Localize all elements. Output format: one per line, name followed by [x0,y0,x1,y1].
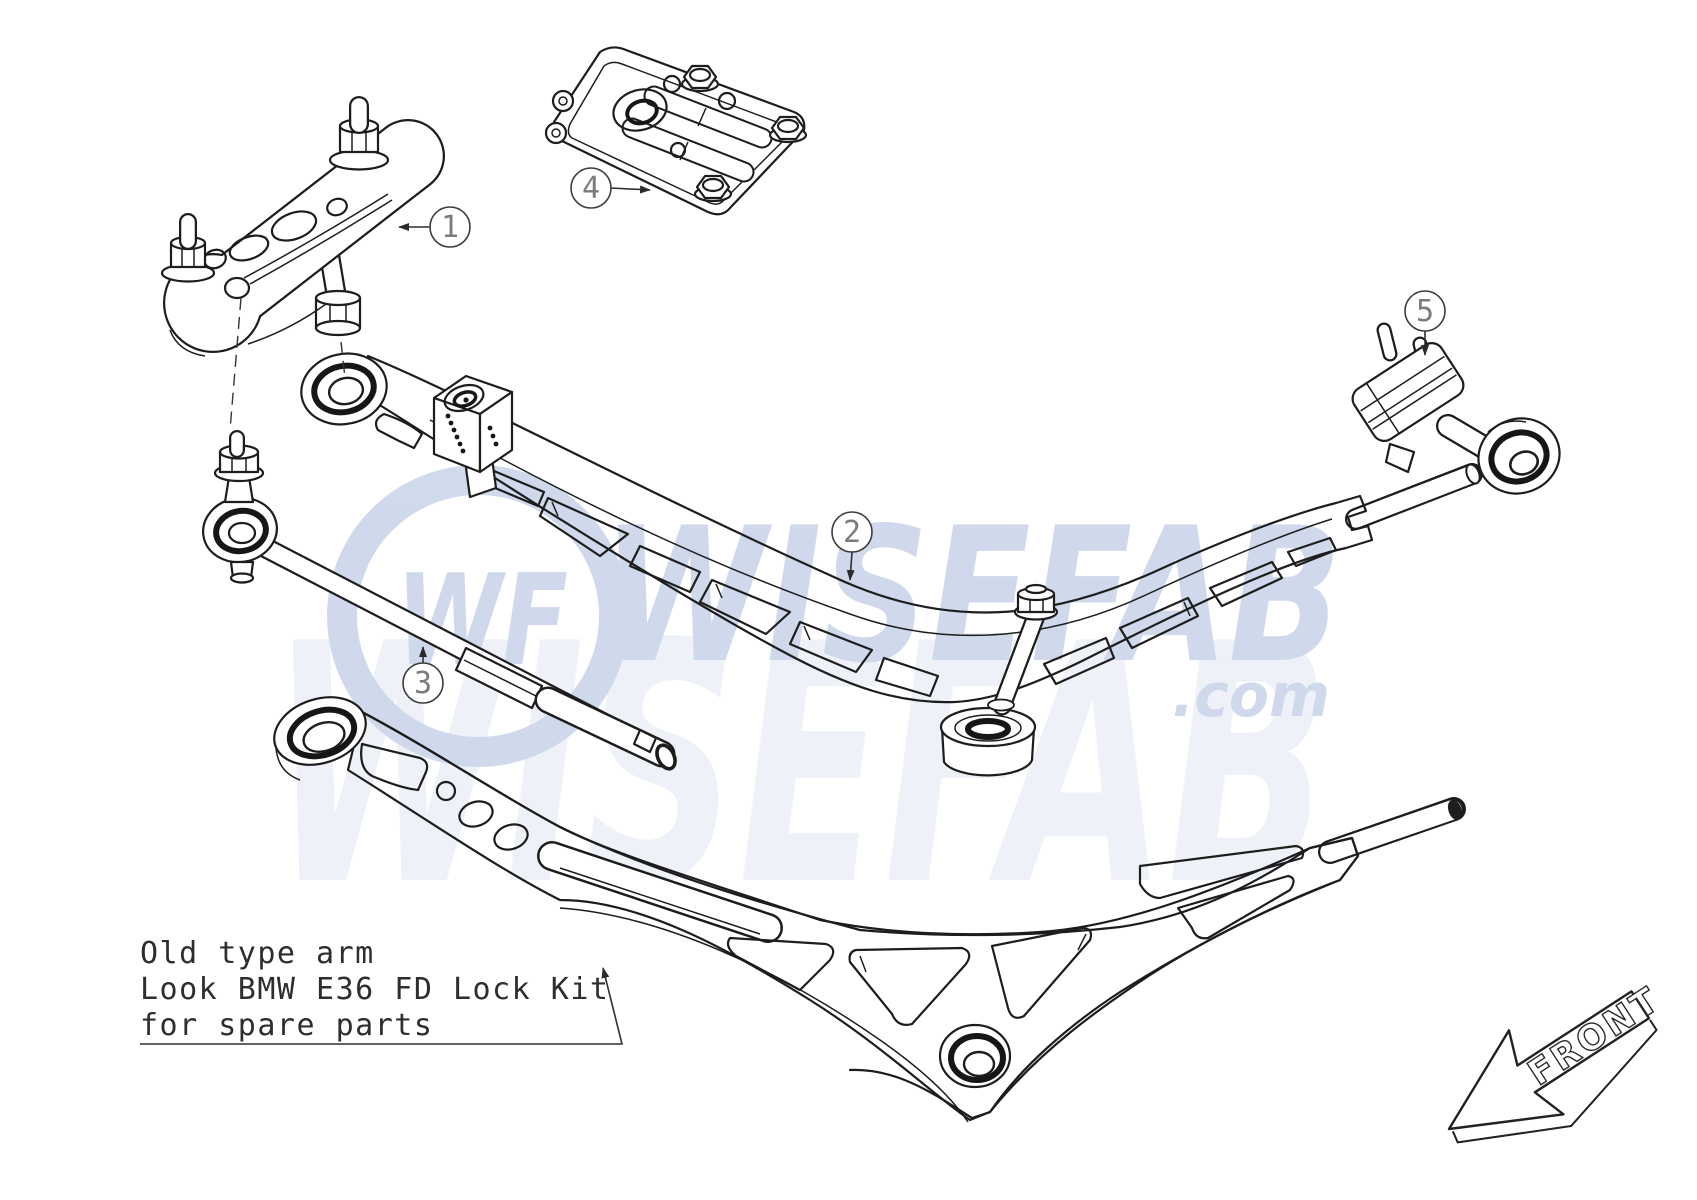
part-3-tie-rod [202,430,677,771]
wisefab-watermark: WISEFAB WF WISEFAB .com [270,465,1342,958]
part-4-mounting-plate [544,46,808,216]
watermark-tld-text: .com [1172,661,1330,731]
adjuster-block [432,374,514,499]
callout-4-number: 4 [582,171,600,206]
callout-1-number: 1 [441,210,459,245]
assembly-dashed-lines [229,297,346,431]
part-5-rod-end-clamp [1351,322,1561,495]
callout-5: 5 [1404,290,1446,356]
callout-1: 1 [398,206,471,248]
ball-joint [939,583,1059,777]
note-block: Old type arm Look BMW E36 FD Lock Kit fo… [140,936,624,1045]
part-2-control-arm [300,352,1483,777]
callout-3-number: 3 [414,666,432,701]
stud-left [160,213,216,283]
callout-3: 3 [402,646,444,704]
part-1-steering-arm [160,96,445,357]
callout-5-number: 5 [1416,294,1434,329]
note-leader-line [140,967,624,1045]
note-line-3: for spare parts [140,1008,433,1043]
stud-top [328,96,390,171]
front-direction-arrow: FRONT [1447,979,1669,1144]
callout-2-number: 2 [843,515,861,550]
note-line-2: Look BMW E36 FD Lock Kit [140,972,609,1007]
front-arrow-label: FRONT [1521,979,1668,1094]
part-old-type-arm [273,696,1466,1123]
plate-bolts [680,64,808,203]
note-line-1: Old type arm [140,936,375,971]
callout-2: 2 [831,511,873,581]
callout-4: 4 [570,167,651,209]
